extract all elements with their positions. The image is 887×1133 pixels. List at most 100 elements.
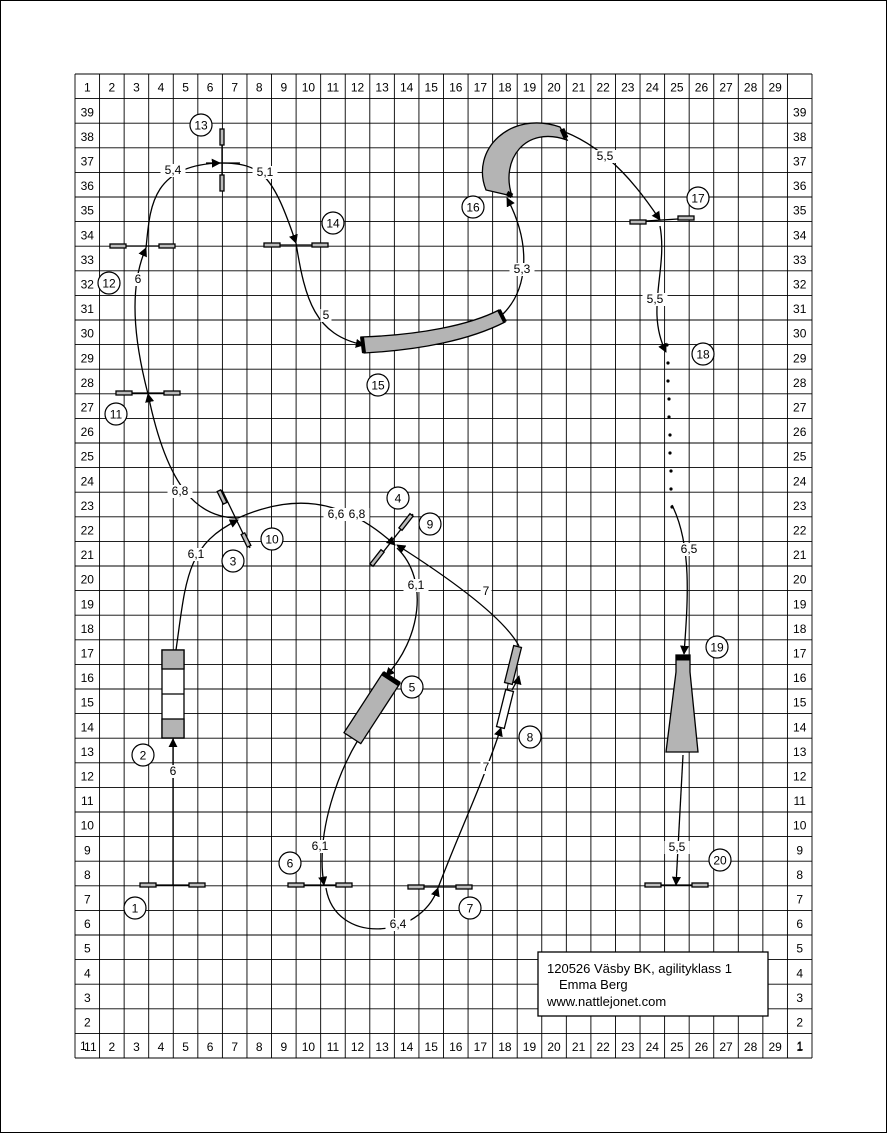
row-label: 39 (81, 105, 95, 119)
column-label: 10 (302, 1040, 316, 1054)
column-label: 12 (351, 81, 365, 95)
row-label: 38 (793, 130, 807, 144)
obstacle-number-text: 5 (409, 681, 416, 695)
distance-text: 7 (483, 760, 490, 774)
column-label: 9 (280, 81, 287, 95)
distance-text: 5,1 (257, 165, 274, 179)
distance-text: 5,5 (647, 292, 664, 306)
row-label: 12 (793, 770, 807, 784)
row-label: 29 (793, 351, 807, 365)
jump-11 (115, 390, 181, 396)
column-label: 6 (207, 81, 214, 95)
column-label: 16 (449, 81, 463, 95)
obstacle-number-text: 16 (466, 201, 480, 215)
distance-label: 6,1 (183, 547, 209, 561)
tunnel-5 (343, 671, 401, 745)
row-label: 39 (793, 105, 807, 119)
column-label: 14 (400, 81, 414, 95)
distance-text: 6 (135, 272, 142, 286)
obstacle-number-text: 11 (110, 408, 123, 422)
column-label: 23 (621, 1040, 635, 1054)
path-15-16 (501, 197, 525, 316)
row-label: 38 (81, 130, 95, 144)
distance-label: 7 (480, 584, 492, 598)
distance-text: 6,4 (390, 917, 407, 931)
column-label: 25 (670, 81, 684, 95)
path-16-17 (564, 131, 661, 221)
jump-7 (407, 884, 473, 890)
distance-label: 6,4 (385, 917, 411, 931)
row-label: 34 (793, 228, 807, 242)
distance-text: 5 (323, 308, 330, 322)
obstacle-number-12: 12 (97, 271, 121, 295)
distance-text: 6,1 (312, 839, 329, 853)
column-label: 10 (302, 81, 316, 95)
obstacle-number-2: 2 (131, 743, 155, 767)
distance-label: 6,5 (676, 542, 702, 556)
jump-6 (287, 882, 353, 888)
column-label: 26 (695, 81, 709, 95)
row-label: 33 (793, 253, 807, 267)
row-label: 16 (81, 671, 95, 685)
column-label: 9 (280, 1040, 287, 1054)
column-label: 13 (375, 1040, 389, 1054)
distance-label: 6,8 (167, 484, 193, 498)
row-label: 27 (81, 401, 95, 415)
row-label: 4 (84, 966, 91, 980)
row-label: 30 (81, 327, 95, 341)
obstacle-2-box (161, 649, 185, 739)
row-label: 7 (796, 893, 803, 907)
obstacle-number-text: 20 (713, 854, 727, 868)
column-label: 1 (90, 1040, 97, 1054)
tunnels (343, 122, 699, 753)
row-label: 27 (793, 401, 807, 415)
distance-text: 5,4 (165, 163, 182, 177)
path-11-12 (134, 247, 149, 395)
column-label: 4 (158, 1040, 165, 1054)
column-label: 20 (547, 1040, 561, 1054)
obstacle-number-text: 1 (132, 902, 139, 916)
column-label: 17 (474, 1040, 488, 1054)
row-label: 23 (793, 499, 807, 513)
jump-3-10 (216, 488, 252, 549)
column-label: 24 (646, 81, 660, 95)
row-label: 3 (84, 991, 91, 1005)
jump-1 (139, 882, 206, 888)
row-label: 3 (796, 991, 803, 1005)
obstacle-number-4: 4 (386, 486, 410, 510)
column-label: 14 (400, 1040, 414, 1054)
row-label: 10 (81, 819, 95, 833)
column-label: 3 (133, 1040, 140, 1054)
column-label: 22 (597, 81, 611, 95)
path-12-13 (145, 158, 221, 249)
column-label: 28 (744, 1040, 758, 1054)
row-label: 13 (81, 745, 95, 759)
obstacle-number-text: 8 (527, 731, 534, 745)
column-label: 5 (182, 1040, 189, 1054)
column-label: 24 (646, 1040, 660, 1054)
row-label: 6 (796, 917, 803, 931)
row-label: 25 (793, 450, 807, 464)
row-label: 22 (793, 524, 807, 538)
obstacle-number-19: 19 (705, 635, 729, 659)
path-8-turn (511, 675, 522, 691)
row-label: 24 (81, 474, 95, 488)
jump-14 (263, 242, 329, 248)
column-label: 29 (768, 1040, 782, 1054)
row-label: 36 (793, 179, 807, 193)
obstacle-number-text: 18 (696, 348, 710, 362)
column-label: 25 (670, 1040, 684, 1054)
obstacle-number-text: 9 (427, 518, 434, 532)
column-label: 16 (449, 1040, 463, 1054)
path-14-15 (295, 242, 365, 348)
row-label: 7 (84, 893, 91, 907)
obstacle-number-6: 6 (278, 851, 302, 875)
row-label: 26 (793, 425, 807, 439)
column-label: 1 (84, 81, 91, 95)
distance-text: 6 (170, 764, 177, 778)
column-label: 20 (547, 81, 561, 95)
distance-text: 6,1 (188, 547, 205, 561)
obstacle-number-text: 15 (371, 379, 385, 393)
